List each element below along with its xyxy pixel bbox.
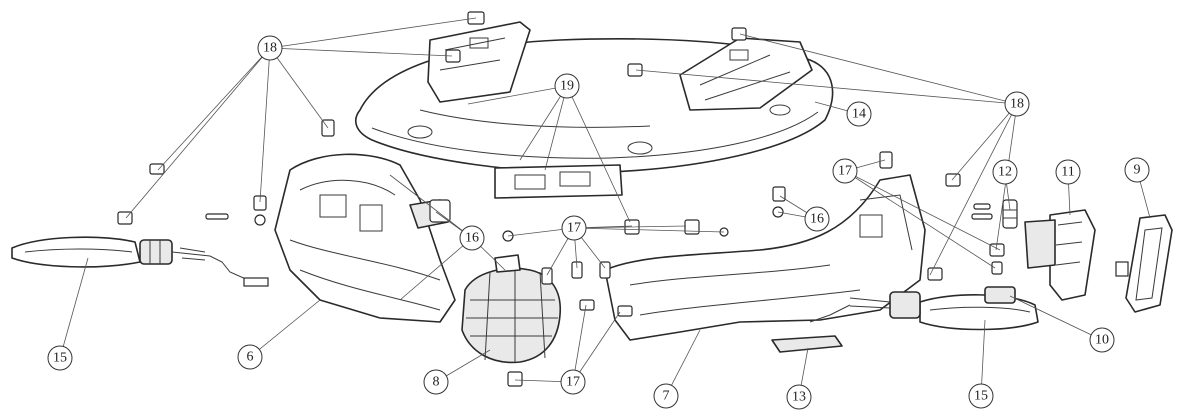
callout-13: 13 — [786, 384, 812, 410]
callout-16-left: 16 — [459, 225, 485, 251]
callout-label: 10 — [1095, 333, 1109, 348]
callout-label: 13 — [792, 390, 806, 405]
part-15-left-turn-signal — [11, 236, 269, 287]
callout-9: 9 — [1124, 157, 1150, 183]
callout-17-right: 17 — [832, 158, 858, 184]
part-14-rear-carrier — [355, 21, 834, 199]
callout-11: 11 — [1055, 159, 1081, 185]
part-9-reflector-lens — [1115, 214, 1173, 313]
callout-19: 19 — [554, 73, 580, 99]
callout-15-left: 15 — [47, 345, 73, 371]
callout-label: 15 — [53, 351, 67, 366]
callout-label: 17 — [838, 164, 852, 179]
callout-label: 11 — [1061, 165, 1074, 180]
callout-label: 15 — [974, 389, 988, 404]
callout-label: 14 — [852, 107, 866, 122]
callout-18-right: 18 — [1004, 91, 1030, 117]
callout-10: 10 — [1089, 327, 1115, 353]
callout-label: 18 — [1010, 97, 1024, 112]
part-13-plate — [771, 335, 843, 353]
callout-label: 9 — [1134, 163, 1141, 178]
callout-12: 12 — [992, 159, 1018, 185]
callout-label: 12 — [998, 165, 1012, 180]
callout-14: 14 — [846, 101, 872, 127]
part-6-left-body-cover — [274, 153, 456, 323]
callout-6: 6 — [237, 344, 263, 370]
callout-label: 16 — [810, 212, 824, 227]
callout-7: 7 — [653, 383, 679, 409]
callout-label: 17 — [567, 221, 581, 236]
callout-17-bottom: 17 — [560, 369, 586, 395]
callout-label: 16 — [465, 231, 479, 246]
callout-label: 18 — [263, 41, 277, 56]
callout-label: 6 — [247, 350, 254, 365]
part-8-tail-light — [461, 254, 562, 364]
callout-label: 8 — [433, 375, 440, 390]
part-11-plate-bracket — [1024, 209, 1096, 301]
callout-16-right: 16 — [804, 206, 830, 232]
callout-15-right: 15 — [968, 383, 994, 409]
part-12-bolt — [1002, 199, 1018, 229]
callout-label: 19 — [560, 79, 574, 94]
leader-lines — [59, 17, 1151, 398]
callout-label: 17 — [566, 375, 580, 390]
callout-8: 8 — [423, 369, 449, 395]
callout-label: 7 — [663, 389, 670, 404]
part-7-right-body-cover — [604, 174, 926, 341]
callout-17-center: 17 — [561, 215, 587, 241]
callout-18-left: 18 — [257, 35, 283, 61]
part-10-lamp-socket — [984, 286, 1016, 304]
